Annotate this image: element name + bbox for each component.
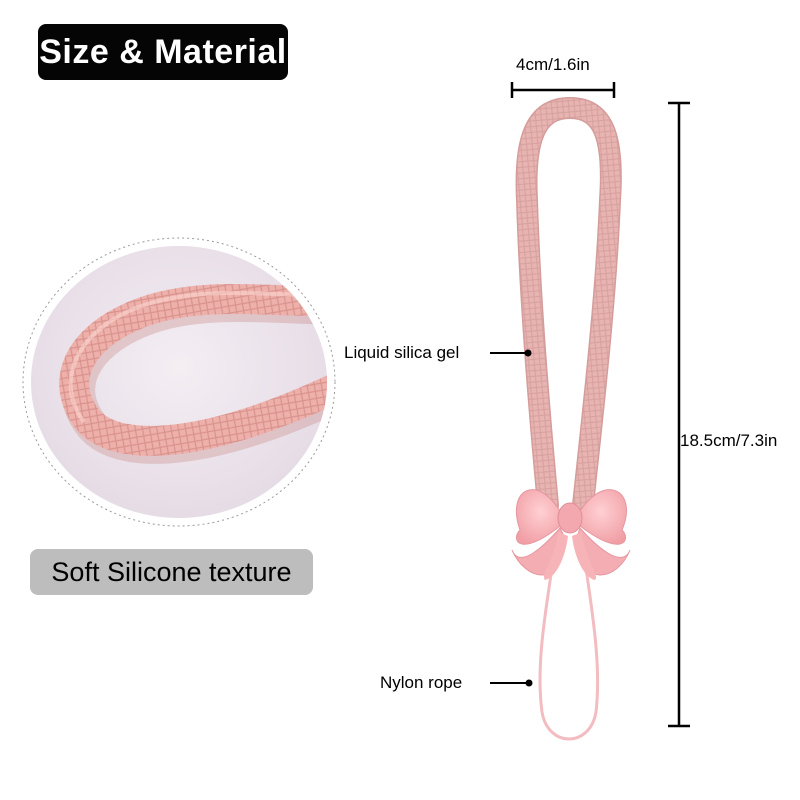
rope-callout-pointer — [490, 679, 533, 687]
silica-callout-pointer — [490, 349, 532, 357]
width-dimension-line — [510, 82, 616, 98]
length-dimension-line — [668, 101, 690, 728]
texture-label: Soft Silicone texture — [30, 549, 313, 595]
width-label: 4cm/1.6in — [516, 55, 590, 74]
texture-closeup-image — [22, 237, 336, 527]
rope-callout-label: Nylon rope — [380, 673, 463, 692]
title-badge: Size & Material — [38, 24, 288, 80]
bow-ornament — [511, 489, 631, 580]
page-title: Size & Material — [39, 32, 287, 71]
texture-label-text: Soft Silicone texture — [51, 556, 292, 587]
silicone-strap — [515, 96, 622, 516]
nylon-rope — [538, 539, 600, 741]
length-label: 18.5cm/7.3in — [680, 431, 778, 450]
silica-callout-label: Liquid silica gel — [344, 343, 460, 362]
